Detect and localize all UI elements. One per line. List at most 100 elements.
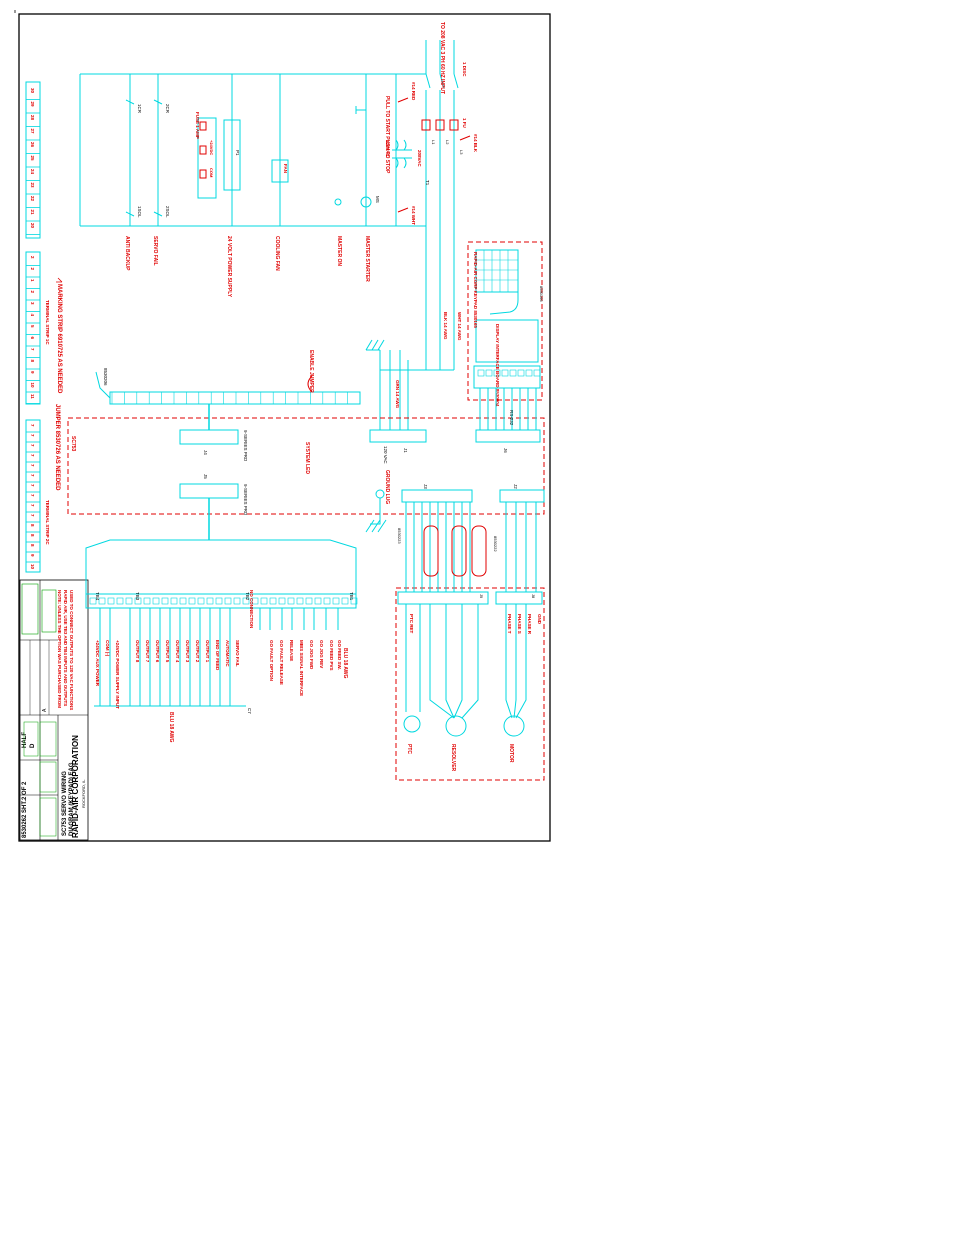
master-on-label: MASTER ON — [336, 236, 342, 266]
j4-label: J4 — [203, 450, 208, 455]
resolver-label: RESOLVER — [450, 744, 456, 772]
keypad-box: RAPID-AIR CORP KEYPAD 8530165 DISPLAY IN… — [467, 241, 544, 407]
tb4-function-label: +24VDC POWER SUPPLY INPUT — [115, 640, 120, 709]
output-label: OUTPUT 2 — [195, 640, 200, 663]
display-board-label: DISPLAY INTERFACE BOARD 8530004 — [495, 324, 500, 407]
strip-number: 23 — [30, 183, 35, 189]
cable-1-label: 8530223 — [397, 528, 402, 544]
company-name: RAPID-AIR CORPORATION — [71, 735, 80, 838]
strip-number: 25 — [30, 156, 35, 162]
strip-number: 28 — [30, 115, 35, 121]
wire-wht-14-label: WHT 14 AWG — [457, 312, 462, 341]
strip-number: 2 — [30, 256, 35, 259]
strip-number: 10 — [30, 564, 35, 570]
v-minus-label: COM — [209, 168, 214, 178]
cr2-label: 2CR — [165, 104, 170, 114]
note-line-3: USED TO CONNECT OUTPUTS TO 120 VAC FUNCT… — [69, 590, 74, 710]
strip-number: 8 — [30, 524, 35, 527]
title-block: RAPID-AIR CORPORATION ROCKFORD, IL SC753… — [19, 579, 89, 841]
company-city: ROCKFORD, IL — [81, 779, 86, 808]
marking-strip-label: MARKING STRIP 6910725 AS NEEDED — [56, 284, 62, 394]
j1-label: J1 — [403, 448, 408, 453]
wire-grn-14-label: GRN 14 AWG — [395, 380, 400, 409]
j2-label: J2 — [513, 484, 518, 489]
strip-number: 7 — [30, 514, 35, 517]
pull-to-start-label: PULL TO START PUSH TO STOP — [384, 96, 390, 174]
power-section — [79, 40, 459, 430]
servo-fail-label: SERVO FAIL — [152, 236, 158, 266]
output-label: OUTPUT 1 — [205, 640, 210, 663]
output-label: OUTPUT 4 — [175, 640, 180, 663]
sheet-border — [18, 13, 551, 842]
strip-number: 20 — [30, 223, 35, 229]
ptc-ret-label: PTC RET — [409, 614, 414, 634]
strip-number: 8 — [30, 360, 35, 363]
tb4-label: TB4 — [95, 592, 100, 601]
drawing-title-line-1: SC753 SERVO WIRING — [62, 771, 68, 836]
input-label: MBIS SIGNAL INTERFACE — [299, 640, 304, 696]
cooling-fan-label: COOLING FAN — [274, 236, 280, 271]
line-l3-label: L3 — [459, 150, 464, 155]
c7-label: C7 — [247, 708, 252, 714]
wire-blk-14-label: BLK 14 AWG — [443, 312, 448, 340]
sc753-controller: SC753 SYSTEM LED J4 9-SERIES PRD J5 9-SE… — [67, 312, 545, 540]
strip-number: 30 — [30, 88, 35, 94]
master-starter-label: MASTER STARTER — [364, 236, 370, 282]
output-label: OUTPUT 3 — [185, 640, 190, 663]
motor-label: MOTOR — [508, 744, 514, 763]
wire-blk-label: #14 BLK — [473, 134, 478, 153]
phase-t-label: PHASE T — [507, 614, 512, 634]
j5-label: J5 — [203, 474, 208, 479]
terminal-strip-2-label: TERMINAL STRIP 2C — [45, 500, 50, 545]
xfmr-primary-label: 208VAC — [417, 150, 422, 167]
phase-s-label: PHASE S — [517, 614, 522, 634]
strip-number: 7 — [30, 494, 35, 497]
strip-number: 7 — [30, 444, 35, 447]
strip-number: 7 — [30, 484, 35, 487]
sol2-label: 2SOL — [165, 206, 170, 218]
input-label: GO FEED SW. — [337, 640, 342, 670]
rs232-label: RS-232 — [509, 410, 514, 426]
power-supply-label: 24 VOLT POWER SUPPLY — [226, 236, 232, 298]
input-label: RELEASE — [289, 640, 294, 661]
input-label: GO JOG REV — [319, 640, 324, 668]
input-label: GO JOG FWD — [309, 640, 314, 670]
blu-wire-1-label: BLU 18 AWG — [342, 648, 348, 678]
j8-label: J8 — [531, 594, 536, 599]
strip-number: 21 — [30, 210, 35, 216]
strip-number: 8 — [30, 544, 35, 547]
cable-2-label: 8530222 — [493, 536, 498, 552]
j6-label: J6 — [503, 448, 508, 453]
tb3-label: TB3 — [135, 592, 140, 601]
ground-lug-label: GROUND LUG — [384, 470, 390, 504]
controller-part: 8530206 — [103, 368, 108, 386]
power-input-label: TO 208 VAC 3 PH 60 HZ INPUT — [439, 22, 445, 94]
strip-number: 7 — [30, 474, 35, 477]
input-label: GO FEED PVS — [329, 640, 334, 671]
fan-label: FAN — [283, 164, 288, 173]
strip-number: 22 — [30, 196, 35, 202]
strip-number: 6 — [30, 337, 35, 340]
strip-number: 7 — [30, 434, 35, 437]
fuse-amp-label: FUSE 1 AMP — [195, 112, 200, 139]
strip-number: 2 — [30, 291, 35, 294]
strip-number: 11 — [30, 394, 35, 399]
drawing-number: 8530262 SHT.2 OF 2 — [22, 781, 28, 838]
strip-number: 8 — [30, 534, 35, 537]
strip-number: 2 — [30, 268, 35, 271]
tb4-function-label: +24VDC AUX POWER — [95, 640, 100, 687]
phase-r-label: PHASE R — [527, 614, 532, 635]
sol1-label: 1SOL — [137, 206, 142, 218]
strip-number: 1 — [30, 279, 35, 282]
power-in-label: 120 VAC — [383, 446, 388, 464]
j9-label: J9 — [479, 594, 484, 599]
ptc-label: PTC — [406, 744, 412, 754]
note-line-2: RAPID AIR, USE TB3 AND TB4 INPUTS AND OU… — [63, 590, 68, 706]
strip-number: 26 — [30, 142, 35, 148]
strip-number: 7 — [30, 504, 35, 507]
keypad-title: RAPID-AIR CORP KEYPAD 8530165 — [473, 252, 478, 328]
enable-jumper-label: ENABLE JUMPER — [308, 350, 314, 393]
